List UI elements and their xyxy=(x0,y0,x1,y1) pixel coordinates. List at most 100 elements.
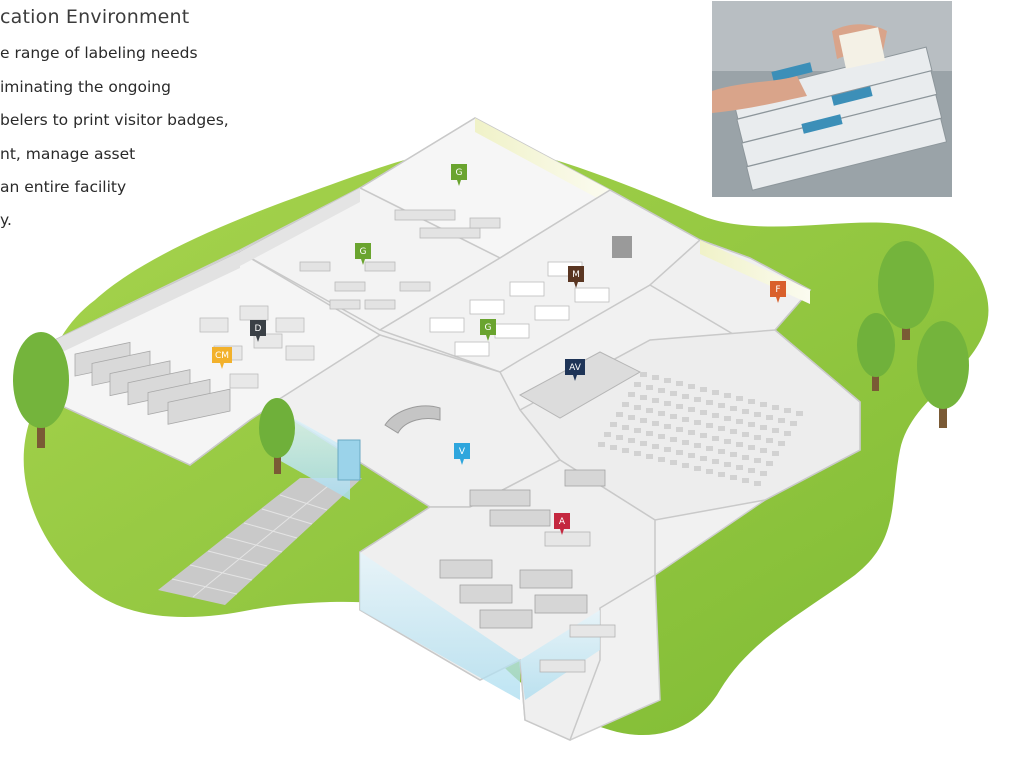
auditorium-seat xyxy=(640,395,647,400)
tree-left-far xyxy=(13,332,69,448)
auditorium-seat xyxy=(718,403,725,408)
marker-a[interactable]: A xyxy=(554,513,570,535)
auditorium-seat xyxy=(724,439,731,444)
body-line-4: nt, manage asset xyxy=(0,145,136,163)
auditorium-seat xyxy=(664,378,671,383)
shelving-racks xyxy=(74,341,231,425)
auditorium-seat xyxy=(772,451,779,456)
auditorium-seat xyxy=(670,437,677,442)
auditorium-seat xyxy=(730,406,737,411)
body-line-5: an entire facility xyxy=(0,178,127,196)
auditorium-seat xyxy=(760,448,767,453)
auditorium-seat xyxy=(628,438,635,443)
auditorium-seat xyxy=(652,421,659,426)
left-wing-wall xyxy=(55,252,240,354)
marker-av[interactable]: AV xyxy=(565,359,585,381)
auditorium-seat xyxy=(742,455,749,460)
auditorium-seat xyxy=(766,461,773,466)
entrance-doors xyxy=(337,439,361,481)
tree-right-2 xyxy=(857,313,895,391)
auditorium-seat xyxy=(742,478,749,483)
auditorium-seat xyxy=(682,417,689,422)
auditorium-seat xyxy=(700,433,707,438)
copier xyxy=(612,236,632,258)
auditorium-seat xyxy=(736,465,743,470)
auditorium-seat xyxy=(634,405,641,410)
auditorium-seat xyxy=(706,400,713,405)
library-tables xyxy=(539,531,616,673)
section-heading: cation Environment xyxy=(0,6,190,28)
auditorium-seat xyxy=(706,446,713,451)
body-line-1: e range of labeling needs xyxy=(0,44,198,62)
tree-right-3 xyxy=(917,321,969,428)
library-glass-wall xyxy=(360,552,520,700)
auditorium-seat xyxy=(604,432,611,437)
body-line-2: iminating the ongoing xyxy=(0,78,171,96)
marker-d[interactable]: D xyxy=(250,320,266,342)
auditorium-seat xyxy=(664,424,671,429)
auditorium-seat xyxy=(610,445,617,450)
auditorium-seat xyxy=(646,408,653,413)
top-room-wall xyxy=(240,188,360,266)
marker-label: G xyxy=(485,323,492,333)
auditorium-seat xyxy=(658,457,665,462)
auditorium-seat xyxy=(646,454,653,459)
marker-m[interactable]: M xyxy=(568,266,584,288)
marker-g-office[interactable]: G xyxy=(480,319,496,341)
auditorium-seats xyxy=(598,372,803,486)
auditorium-seat xyxy=(676,427,683,432)
marker-g-training[interactable]: G xyxy=(355,243,371,265)
filing-photo xyxy=(712,1,952,197)
auditorium-seat xyxy=(718,449,725,454)
auditorium-seat xyxy=(670,460,677,465)
auditorium-seat xyxy=(652,398,659,403)
auditorium-seat xyxy=(760,425,767,430)
body-line-3: belers to print visitor badges, xyxy=(0,111,229,129)
auditorium-seat xyxy=(676,381,683,386)
body-line-6: y. xyxy=(0,211,12,229)
auditorium-seat xyxy=(682,394,689,399)
marker-label: M xyxy=(572,270,580,280)
auditorium-seat xyxy=(664,401,671,406)
marker-v[interactable]: V xyxy=(454,443,470,465)
marker-label: D xyxy=(255,324,262,334)
auditorium-seat xyxy=(736,419,743,424)
marker-label: A xyxy=(559,517,566,527)
auditorium-seat xyxy=(616,435,623,440)
auditorium-seat xyxy=(754,481,761,486)
marker-label: G xyxy=(360,247,367,257)
auditorium-seat xyxy=(640,441,647,446)
marker-cm[interactable]: CM xyxy=(212,347,232,369)
auditorium-seat xyxy=(700,387,707,392)
auditorium-seat xyxy=(706,423,713,428)
auditorium-seat xyxy=(736,442,743,447)
auditorium-seat xyxy=(712,459,719,464)
auditorium-seat xyxy=(718,426,725,431)
auditorium-seat xyxy=(700,410,707,415)
auditorium-seat xyxy=(754,435,761,440)
auditorium-seat xyxy=(748,445,755,450)
marker-f[interactable]: F xyxy=(770,281,786,303)
auditorium-seat xyxy=(730,452,737,457)
tree-right-1 xyxy=(878,241,934,340)
auditorium-seat xyxy=(694,466,701,471)
auditorium-seat xyxy=(742,409,749,414)
auditorium-seat xyxy=(622,402,629,407)
auditorium-seat xyxy=(790,421,797,426)
auditorium-seat xyxy=(670,414,677,419)
auditorium-seat xyxy=(640,418,647,423)
marker-label: F xyxy=(775,285,780,295)
office-workstations xyxy=(429,261,610,357)
auditorium-seat xyxy=(610,422,617,427)
auditorium-seat xyxy=(766,415,773,420)
auditorium-seat xyxy=(784,408,791,413)
marker-g-top[interactable]: G xyxy=(451,164,467,186)
auditorium-seat xyxy=(784,431,791,436)
training-tables xyxy=(299,209,501,310)
filing-photo-art xyxy=(712,1,952,197)
marker-label: CM xyxy=(215,351,229,361)
auditorium-seat xyxy=(676,404,683,409)
auditorium-seat xyxy=(652,444,659,449)
auditorium-seat xyxy=(706,469,713,474)
